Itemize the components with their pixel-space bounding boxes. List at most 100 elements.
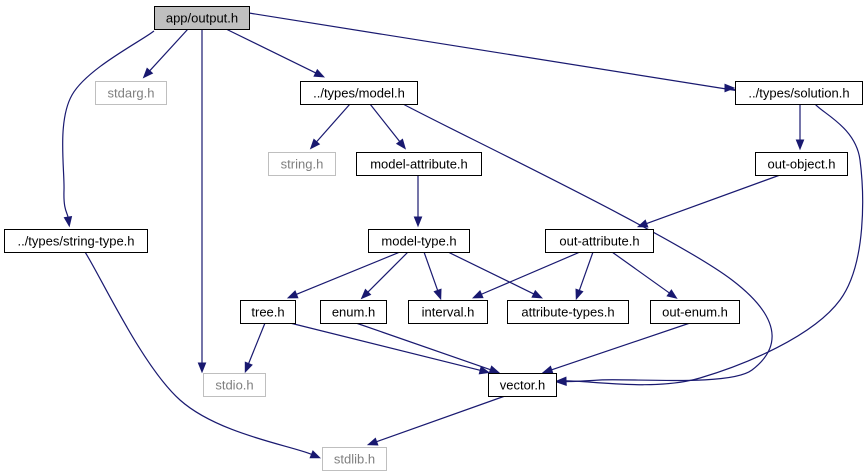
edge-line [316, 103, 351, 143]
node-box [154, 6, 250, 30]
arrowhead-icon [313, 68, 326, 78]
edge-out-attribute-h-to-interval-h [471, 251, 581, 299]
edge-model-type-h-to-interval-h [423, 251, 442, 301]
edge-line [149, 28, 189, 72]
node-box [320, 300, 387, 324]
edge-out-attribute-h-to-attribute-types-h [575, 251, 594, 301]
edge-model-type-h-to-attribute-types-h [447, 251, 544, 299]
edge-out-object-h-to-out-attribute-h [636, 174, 781, 228]
arrowhead-icon [795, 139, 805, 151]
node-tree-h[interactable]: tree.h [240, 300, 296, 324]
edge-line [578, 251, 594, 291]
arrowhead-icon [63, 216, 73, 228]
edge-types-model-h-to-model-attribute-h [369, 103, 407, 150]
arrowhead-icon [309, 138, 321, 150]
edge-tree-h-to-stdio-h [244, 322, 266, 374]
node-box [735, 81, 863, 105]
arrowhead-icon [413, 216, 423, 228]
node-box [545, 229, 654, 253]
node-box [356, 152, 482, 176]
node-label: stdio.h [215, 378, 253, 393]
edge-line [376, 395, 506, 443]
edge-app-output-h-to-types-string-type-h [62, 30, 155, 228]
node-label: stdarg.h [108, 86, 155, 101]
node-label: tree.h [251, 305, 284, 320]
node-box [650, 300, 740, 324]
edge-vector-h-to-stdlib-h [366, 395, 506, 446]
edge-line [423, 251, 439, 291]
node-types-model-h[interactable]: ../types/model.h [300, 81, 418, 105]
node-types-string-type-h[interactable]: ../types/string-type.h [4, 229, 148, 253]
node-out-object-h[interactable]: out-object.h [755, 152, 848, 176]
node-box [507, 300, 629, 324]
node-box [408, 300, 488, 324]
edge-line [447, 251, 534, 295]
node-box [755, 152, 848, 176]
edge-app-output-h-to-stdio-h [197, 28, 207, 374]
edge-types-solution-h-to-vector-h [555, 103, 864, 386]
node-label: stdlib.h [334, 452, 375, 467]
node-box [95, 81, 167, 105]
arrowhead-icon [286, 290, 299, 299]
edge-line [355, 322, 491, 371]
edge-line [565, 103, 864, 386]
edge-line [225, 28, 316, 74]
edge-model-attribute-h-to-model-type-h [413, 175, 423, 228]
node-label: out-enum.h [662, 305, 728, 320]
edge-line [367, 251, 409, 293]
node-attribute-types-h[interactable]: attribute-types.h [507, 300, 629, 324]
node-label: attribute-types.h [521, 305, 614, 320]
arrowhead-icon [636, 219, 649, 228]
edge-types-solution-h-to-out-object-h [795, 104, 805, 151]
node-label: enum.h [332, 305, 375, 320]
node-enum-h[interactable]: enum.h [320, 300, 387, 324]
arrowhead-icon [478, 365, 491, 375]
node-label: app/output.h [166, 11, 238, 26]
arrowhead-icon [531, 289, 544, 299]
arrowhead-icon [309, 450, 322, 459]
node-label: ../types/string-type.h [17, 234, 134, 249]
node-vector-h[interactable]: vector.h [488, 373, 557, 397]
arrowhead-icon [575, 288, 584, 301]
edge-types-string-type-h-to-stdlib-h [84, 251, 322, 459]
node-types-solution-h[interactable]: ../types/solution.h [735, 81, 863, 105]
edge-line [551, 322, 691, 371]
node-out-enum-h[interactable]: out-enum.h [650, 300, 740, 324]
node-model-attribute-h[interactable]: model-attribute.h [356, 152, 482, 176]
edge-line [402, 103, 773, 383]
edge-out-enum-h-to-vector-h [541, 322, 691, 374]
node-label: ../types/solution.h [748, 86, 849, 101]
arrowhead-icon [666, 289, 678, 299]
node-box [488, 373, 557, 397]
edge-model-type-h-to-tree-h [286, 251, 401, 299]
node-label: vector.h [500, 378, 546, 393]
arrowhead-icon [244, 361, 253, 374]
node-string-h: string.h [268, 152, 336, 176]
arrowhead-icon [433, 288, 442, 301]
edge-line [611, 251, 670, 294]
node-out-attribute-h[interactable]: out-attribute.h [545, 229, 654, 253]
edge-line [481, 251, 581, 295]
arrowhead-icon [142, 67, 154, 79]
node-box [4, 229, 148, 253]
node-interval-h[interactable]: interval.h [408, 300, 488, 324]
node-label: out-attribute.h [559, 234, 639, 249]
node-box [322, 447, 387, 471]
node-box [203, 373, 266, 397]
edge-enum-h-to-vector-h [355, 322, 501, 374]
arrowhead-icon [366, 437, 379, 446]
arrowhead-icon [395, 138, 407, 150]
node-label: interval.h [422, 305, 475, 320]
edge-out-attribute-h-to-out-enum-h [611, 251, 678, 299]
arrowhead-icon [471, 290, 484, 299]
edge-line [296, 251, 401, 295]
node-stdlib-h: stdlib.h [322, 447, 387, 471]
node-app-output-h[interactable]: app/output.h [154, 6, 250, 30]
edge-app-output-h-to-types-model-h [225, 28, 326, 78]
edge-line [248, 322, 266, 364]
edges-layer [62, 12, 864, 459]
edge-tree-h-to-vector-h [289, 322, 491, 375]
edge-types-model-h-to-string-h [309, 103, 351, 150]
node-model-type-h[interactable]: model-type.h [368, 229, 470, 253]
